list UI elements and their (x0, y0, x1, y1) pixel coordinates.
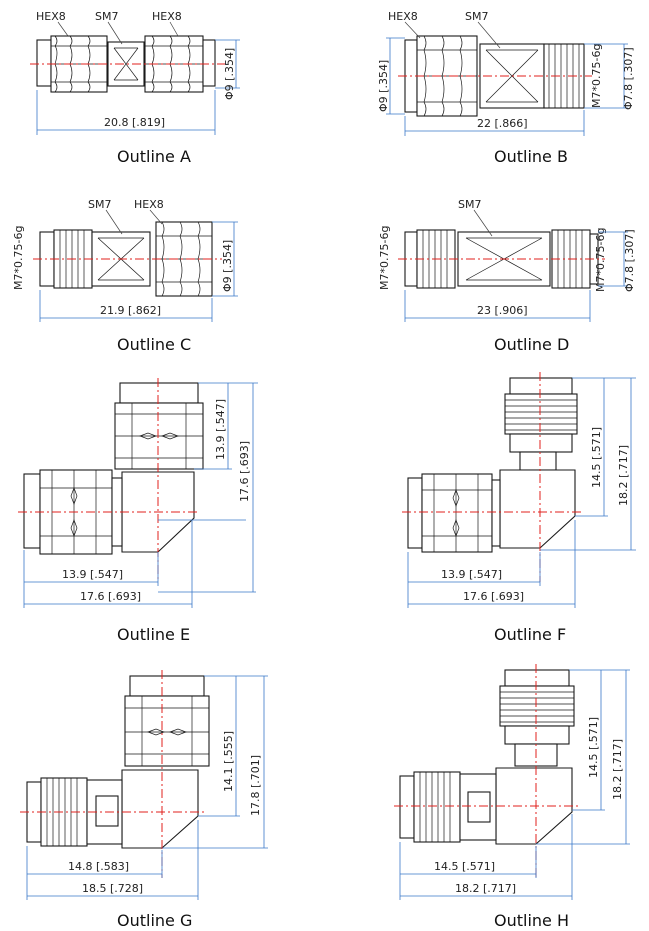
outline-d-sm-label: SM7 (458, 198, 481, 211)
outline-g-left-thread (40, 777, 88, 847)
outline-a-hex-left-label: HEX8 (36, 10, 66, 23)
outline-c-thread: M7*0.75-6g (12, 226, 25, 290)
outline-b-sm-label: SM7 (465, 10, 488, 23)
outline-b-thread: M7*0.75-6g (590, 44, 603, 108)
outline-f-left-hex (421, 473, 493, 553)
outline-g: 14.1 [.555] 17.8 [.701] 14.8 [.583] 18.5… (20, 670, 268, 930)
outline-f-left-flange (491, 479, 501, 547)
outline-g-top-cap (129, 675, 205, 697)
outline-g-left-neck (95, 795, 119, 827)
outline-f-top-collar (509, 433, 573, 453)
outline-c: SM7 HEX8 M7*0.75-6g Φ9 [.354] 21.9 [.862… (12, 198, 238, 354)
outline-a-sm-label: SM7 (95, 10, 118, 23)
outline-d-thread-left: M7*0.75-6g (378, 226, 391, 290)
outline-e-left-cap (23, 473, 41, 549)
outline-e-vert-inner: 13.9 [.547] (214, 399, 227, 460)
outline-c-sm-label: SM7 (88, 198, 111, 211)
outline-h-top-thread (499, 685, 575, 727)
outline-d-diameter: Φ7.8 [.307] (623, 229, 636, 292)
outline-d-thread-right: M7*0.75-6g (594, 228, 607, 292)
outline-f-horiz-outer: 17.6 [.693] (463, 590, 524, 603)
outline-f-left-cap (407, 477, 423, 549)
outline-b-hex-label: HEX8 (388, 10, 418, 23)
outline-h-left-thread (413, 771, 461, 843)
outline-f: 14.5 [.571] 18.2 [.717] 13.9 [.547] 17.6… (402, 372, 636, 644)
outline-h-vert-outer: 18.2 [.717] (611, 739, 624, 800)
outline-h-caption: Outline H (494, 911, 569, 930)
outline-f-elbow-body (499, 469, 576, 549)
outline-e-vert-outer: 17.6 [.693] (238, 441, 251, 502)
outline-g-top-hex (124, 695, 210, 767)
outline-b: HEX8 SM7 Φ9 [.354] M7*0.75-6g Φ7.8 [.307… (377, 10, 635, 166)
outline-f-vert-inner: 14.5 [.571] (590, 427, 603, 488)
outline-g-horiz-outer: 18.5 [.728] (82, 882, 143, 895)
outline-a-diameter: Φ9 [.354] (223, 48, 236, 100)
outline-a: HEX8 SM7 HEX8 Φ9 [.354] 20.8 [.819] Outl… (30, 10, 240, 166)
outline-h-top-cap (504, 669, 570, 687)
outline-a-hex-right-label: HEX8 (152, 10, 182, 23)
outline-h-left-neck (467, 791, 491, 823)
outline-e-horiz-inner: 13.9 [.547] (62, 568, 123, 581)
outline-b-diameter-right: Φ7.8 [.307] (622, 47, 635, 110)
outline-f-top-thread (504, 393, 578, 435)
outline-g-horiz-inner: 14.8 [.583] (68, 860, 129, 873)
outline-b-length: 22 [.866] (477, 117, 528, 130)
outline-g-elbow-body (121, 769, 199, 849)
outline-f-horiz-inner: 13.9 [.547] (441, 568, 502, 581)
outline-f-vert-outer: 18.2 [.717] (617, 445, 630, 506)
outline-c-length: 21.9 [.862] (100, 304, 161, 317)
outline-e-horiz-outer: 17.6 [.693] (80, 590, 141, 603)
outline-a-length: 20.8 [.819] (104, 116, 165, 129)
outline-f-top-neck (519, 451, 557, 471)
outline-c-caption: Outline C (117, 335, 191, 354)
outline-f-top-cap (509, 377, 573, 395)
outline-h-horiz-inner: 14.5 [.571] (434, 860, 495, 873)
outline-g-vert-inner: 14.1 [.555] (222, 731, 235, 792)
outline-g-caption: Outline G (117, 911, 192, 930)
outline-a-end-cap-right (202, 39, 216, 87)
outline-e-caption: Outline E (117, 625, 190, 644)
outline-a-caption: Outline A (117, 147, 191, 166)
outline-h-horiz-outer: 18.2 [.717] (455, 882, 516, 895)
outline-h-top-collar (504, 725, 570, 745)
outline-d-length: 23 [.906] (477, 304, 528, 317)
outline-h: 14.5 [.571] 18.2 [.717] 14.5 [.571] 18.2… (394, 664, 630, 930)
outline-f-caption: Outline F (494, 625, 566, 644)
outline-d: SM7 M7*0.75-6g M7*0.75-6g Φ7.8 [.307] 23… (378, 198, 636, 354)
outline-a-end-cap-left (36, 39, 52, 87)
outline-e: 13.9 [.547] 17.6 [.693] 13.9 [.547] 17.6… (18, 378, 258, 644)
outline-d-caption: Outline D (494, 335, 569, 354)
outline-b-caption: Outline B (494, 147, 568, 166)
outline-g-vert-outer: 17.8 [.701] (249, 755, 262, 816)
outline-h-left-cap (399, 775, 415, 839)
outline-c-diameter: Φ9 [.354] (221, 240, 234, 292)
outline-b-diameter-left: Φ9 [.354] (377, 60, 390, 112)
outline-c-hex-label: HEX8 (134, 198, 164, 211)
outline-e-top-cap (119, 382, 199, 404)
outline-h-vert-inner: 14.5 [.571] (587, 717, 600, 778)
